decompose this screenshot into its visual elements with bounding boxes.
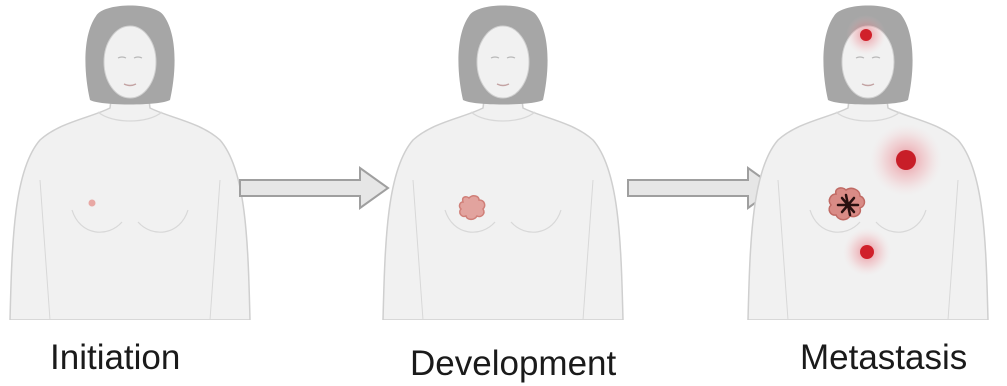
torso-figure (383, 6, 623, 321)
figure-initiation (0, 0, 270, 320)
metastasis-glow (870, 124, 942, 196)
figure-development (373, 0, 643, 320)
tumor-dot (89, 200, 96, 207)
metastasis-glow (843, 228, 891, 276)
figure-metastasis (738, 0, 1007, 320)
metastasis-glow (846, 15, 886, 55)
caption-initiation: Initiation (50, 336, 180, 380)
torso-figure (10, 6, 250, 321)
caption-metastasis: Metastasis (800, 336, 967, 380)
caption-development: Development (410, 342, 616, 386)
